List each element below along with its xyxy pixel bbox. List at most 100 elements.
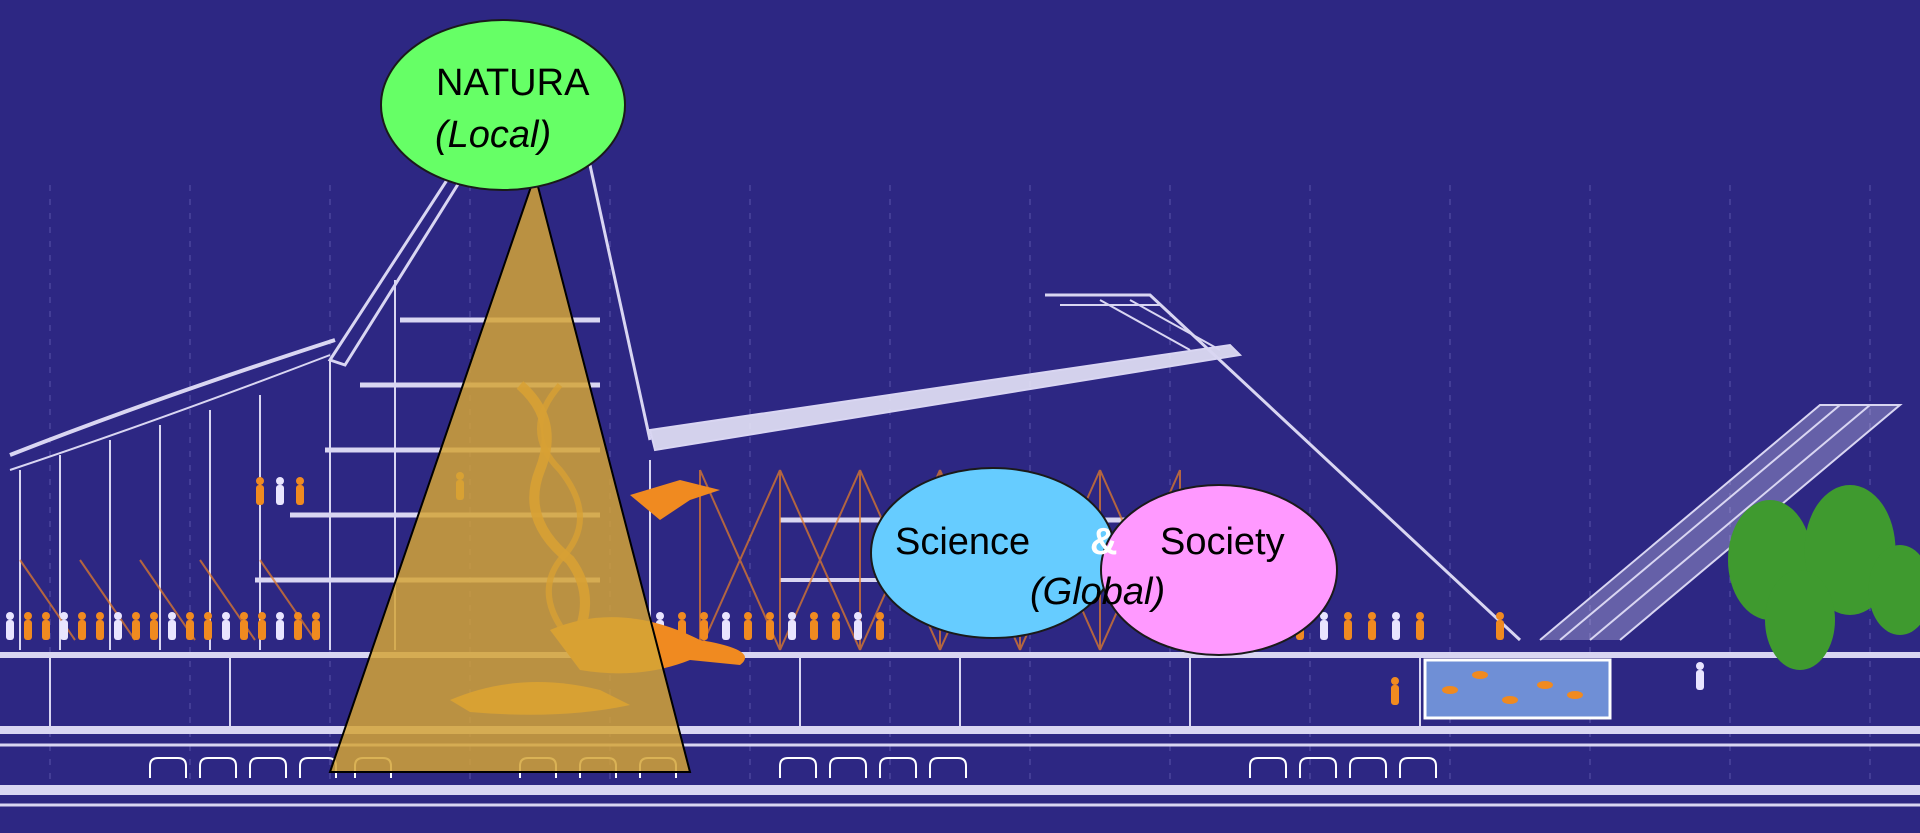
person-body — [744, 620, 752, 640]
person-body — [204, 620, 212, 640]
person-body — [276, 620, 284, 640]
pterosaur — [630, 480, 720, 520]
person-body — [832, 620, 840, 640]
person-body — [788, 620, 796, 640]
person-body — [1368, 620, 1376, 640]
person-head — [276, 477, 284, 485]
person-head — [1496, 612, 1504, 620]
person-head — [1344, 612, 1352, 620]
fish — [1442, 686, 1458, 694]
person-head — [810, 612, 818, 620]
person-head — [1391, 677, 1399, 685]
person-body — [256, 485, 264, 505]
global-label: (Global) — [1030, 571, 1166, 613]
person-head — [1392, 612, 1400, 620]
parked-car — [829, 757, 867, 778]
natura-ellipse — [380, 19, 626, 191]
person-body — [6, 620, 14, 640]
person-body — [312, 620, 320, 640]
person-body — [296, 485, 304, 505]
person-head — [60, 612, 68, 620]
person-body — [854, 620, 862, 640]
parked-car — [779, 757, 817, 778]
person-head — [186, 612, 194, 620]
person-body — [114, 620, 122, 640]
person-body — [168, 620, 176, 640]
person-head — [150, 612, 158, 620]
person-head — [256, 477, 264, 485]
parked-car — [879, 757, 917, 778]
person-head — [24, 612, 32, 620]
person-body — [150, 620, 158, 640]
person-body — [1416, 620, 1424, 640]
science-label: Science — [895, 521, 1031, 563]
person-head — [96, 612, 104, 620]
person-head — [222, 612, 230, 620]
parked-car — [1249, 757, 1287, 778]
person-body — [24, 620, 32, 640]
natura-title: NATURA — [436, 62, 590, 104]
person-head — [1368, 612, 1376, 620]
person-body — [700, 620, 708, 640]
trees — [1728, 485, 1920, 670]
person-body — [1696, 670, 1704, 690]
person-body — [766, 620, 774, 640]
person-head — [276, 612, 284, 620]
parked-car — [199, 757, 237, 778]
person-body — [1496, 620, 1504, 640]
parked-car — [929, 757, 967, 778]
person-head — [78, 612, 86, 620]
person-head — [788, 612, 796, 620]
person-head — [240, 612, 248, 620]
parked-car — [149, 757, 187, 778]
ampersand: & — [1090, 521, 1118, 563]
tree — [1868, 545, 1920, 635]
person-head — [1320, 612, 1328, 620]
person-body — [1320, 620, 1328, 640]
person-head — [854, 612, 862, 620]
parked-car — [249, 757, 287, 778]
parked-car — [1349, 757, 1387, 778]
building-section — [0, 158, 1920, 807]
natura-cone — [328, 171, 692, 773]
person-head — [722, 612, 730, 620]
tree — [1765, 570, 1835, 670]
fish — [1567, 691, 1583, 699]
person-head — [114, 612, 122, 620]
cross-brace — [699, 469, 781, 651]
person-body — [42, 620, 50, 640]
person-head — [132, 612, 140, 620]
person-head — [876, 612, 884, 620]
person-head — [744, 612, 752, 620]
person-head — [700, 612, 708, 620]
person-head — [258, 612, 266, 620]
person-head — [204, 612, 212, 620]
fish — [1472, 671, 1488, 679]
fish — [1537, 681, 1553, 689]
vertical-guide-lines — [49, 185, 1871, 800]
person-body — [276, 485, 284, 505]
person-head — [312, 612, 320, 620]
person-body — [78, 620, 86, 640]
person-body — [132, 620, 140, 640]
person-head — [1696, 662, 1704, 670]
person-head — [6, 612, 14, 620]
person-head — [1416, 612, 1424, 620]
cross-brace — [79, 559, 136, 641]
person-body — [186, 620, 194, 640]
natura-subtitle: (Local) — [435, 114, 552, 156]
person-body — [1391, 685, 1399, 705]
person-body — [240, 620, 248, 640]
person-body — [294, 620, 302, 640]
person-body — [60, 620, 68, 640]
person-head — [294, 612, 302, 620]
person-head — [168, 612, 176, 620]
cross-brace — [259, 559, 316, 641]
person-body — [810, 620, 818, 640]
society-label: Society — [1160, 521, 1285, 563]
person-body — [222, 620, 230, 640]
person-body — [1344, 620, 1352, 640]
person-body — [722, 620, 730, 640]
person-body — [1392, 620, 1400, 640]
